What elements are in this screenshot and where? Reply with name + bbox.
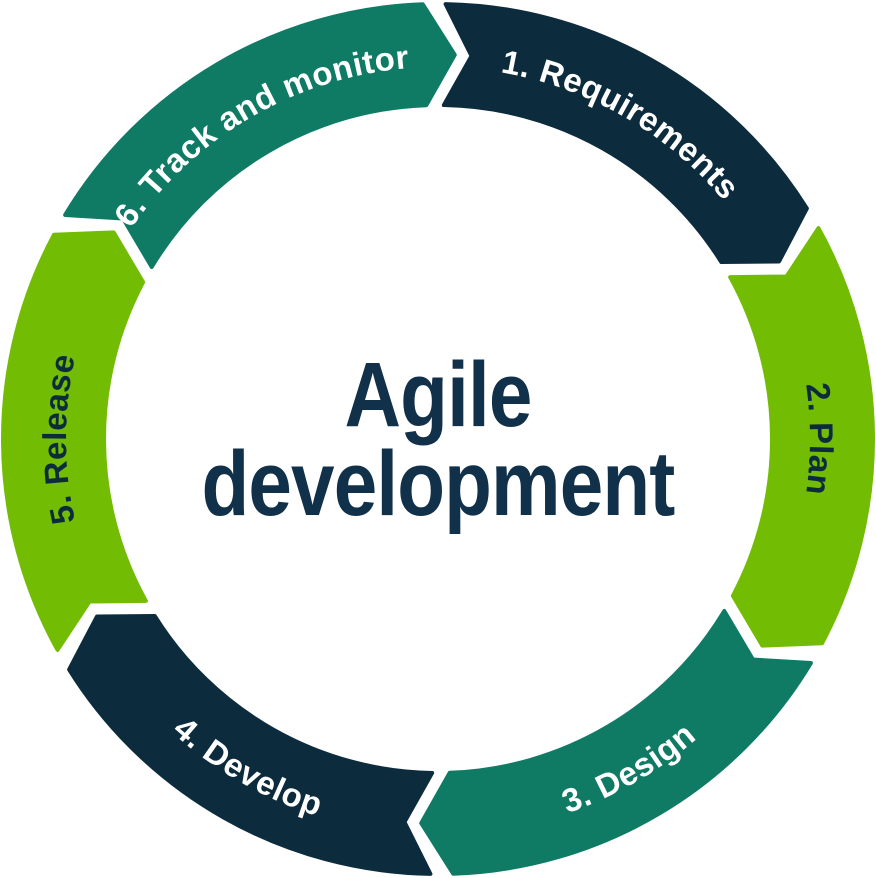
diagram-title-line-2: development [201,433,676,535]
segment-arrow-6 [63,2,457,269]
segment-arrow-4 [67,613,435,876]
diagram-title: Agile development [66,344,811,535]
segment-arrow-5 [1,230,148,652]
segment-arrow-1 [441,2,809,265]
segment-arrow-2 [728,226,875,648]
diagram-title-line-1: Agile [344,344,533,446]
segment-arrow-3 [419,609,813,876]
